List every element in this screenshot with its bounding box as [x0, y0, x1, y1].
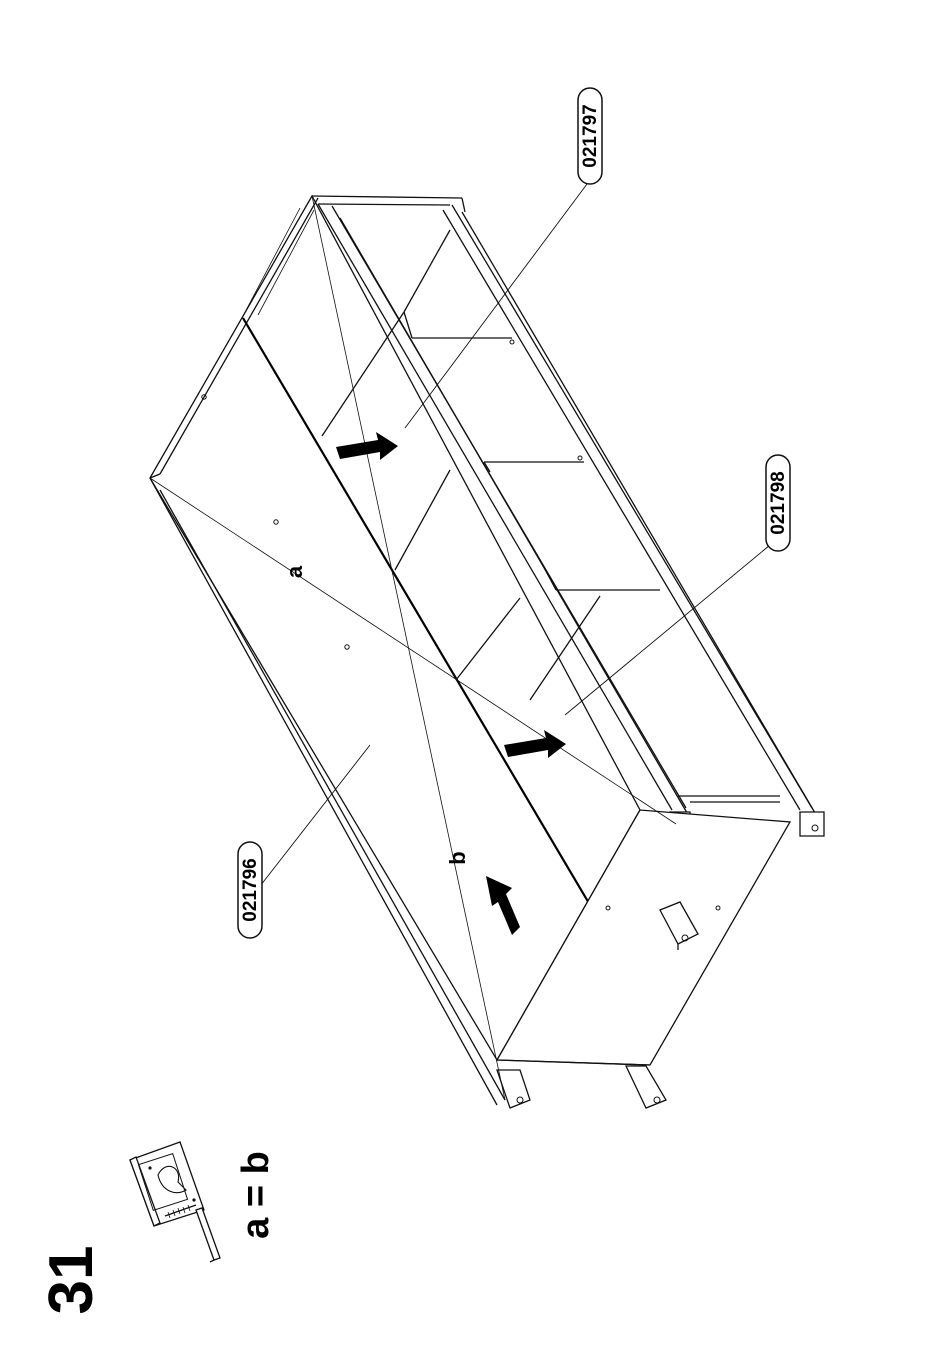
diagonal-a-label: a — [282, 565, 307, 578]
equation-a-equals-b: a = b — [235, 1151, 277, 1239]
part-label-021798: 021798 — [565, 455, 790, 715]
part-id: 021797 — [580, 104, 601, 167]
step-number: 31 — [37, 1246, 106, 1315]
tape-measure-icon — [130, 1142, 220, 1262]
diagonal-b-label: b — [445, 851, 470, 864]
part-id: 021798 — [768, 471, 789, 534]
part-id: 021796 — [240, 858, 261, 921]
